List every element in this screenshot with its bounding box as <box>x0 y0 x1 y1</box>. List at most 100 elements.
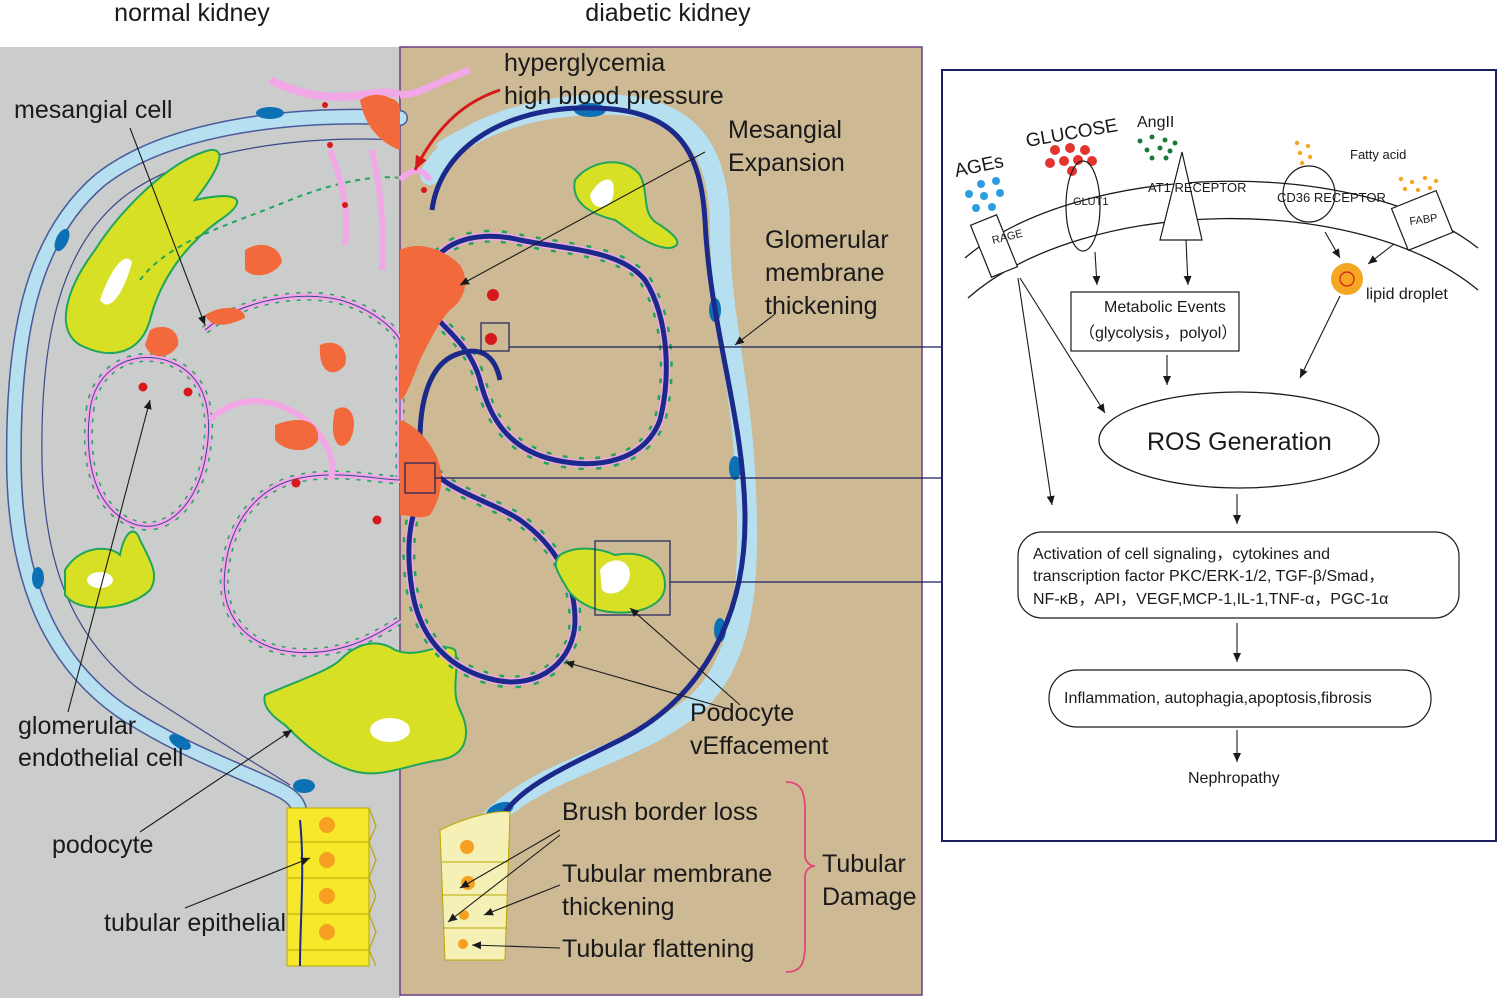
capsule-nucleus <box>293 779 315 793</box>
normal-mesangial-cell <box>245 244 282 276</box>
arrow-podocyte-effacement-2 <box>629 607 741 706</box>
endothelial-dot <box>327 142 333 148</box>
label-endothelial-cell: endothelial cell <box>18 744 183 772</box>
normal-mesangial-cell <box>275 420 319 451</box>
outcomes-box <box>1048 669 1432 728</box>
tubular-damage-bracket <box>785 781 816 973</box>
stress-arrow <box>413 88 501 171</box>
label-glomerular-diabetic: Glomerular <box>765 226 889 254</box>
diabetic-mesangial-expansion <box>400 245 466 400</box>
normal-kidney-title: normal kidney <box>114 0 270 27</box>
label-tubular-flattening: Tubular flattening <box>562 935 754 963</box>
normal-foot-processes <box>139 176 401 281</box>
label-cd36-receptor: CD36 RECEPTOR <box>1277 190 1386 205</box>
capsule-nucleus <box>54 228 70 252</box>
endothelial-dot <box>342 202 348 208</box>
podocyte-nucleus <box>100 258 132 305</box>
tubule-nucleus <box>319 888 335 904</box>
label-outcomes: Inflammation, autophagia,apoptosis,fibro… <box>1064 690 1372 707</box>
label-glut1: GLUT1 <box>1073 196 1108 208</box>
glucose-dots <box>1045 143 1097 176</box>
tubule-nucleus <box>319 924 335 940</box>
lipid-droplet-core <box>1339 271 1355 287</box>
arrow-endothelial-cell <box>67 399 152 713</box>
arrow-tubular-flattening <box>471 941 561 950</box>
pathway-arrows <box>1017 231 1395 762</box>
podocyte-nucleus <box>590 179 614 207</box>
label-mesangial-cell: mesangial cell <box>14 96 172 124</box>
diabetic-loop-2-gbm <box>417 348 503 441</box>
fatty-acid-dots <box>1294 140 1439 193</box>
label-fabp: FABP <box>1409 212 1439 228</box>
tubule-nucleus <box>319 852 335 868</box>
shared-podocyte <box>263 642 467 775</box>
label-tubular: Tubular <box>822 850 906 878</box>
label-glycolysis-polyol: （glycolysis，polyol） <box>1079 324 1237 342</box>
glut1-receptor <box>1065 160 1101 252</box>
normal-mesangial-cell <box>319 342 346 373</box>
diabetic-vessel <box>397 167 433 183</box>
capsule-nucleus <box>256 107 284 119</box>
label-nephropathy: Nephropathy <box>1188 770 1280 787</box>
label-effacement: vEffacement <box>690 732 829 760</box>
diabetic-mesangial-expansion <box>380 98 400 110</box>
rage-receptor <box>969 214 1019 278</box>
normal-vessel <box>369 149 386 271</box>
endothelial-dot <box>291 478 301 488</box>
normal-efferent-arteriole <box>327 148 350 246</box>
zoom-box-gbm <box>480 322 510 352</box>
label-expansion: Expansion <box>728 149 845 177</box>
label-thickening: thickening <box>765 292 878 320</box>
label-membrane: membrane <box>765 259 885 287</box>
fabp-receptor <box>1390 189 1454 252</box>
normal-capillary-segment <box>207 398 336 482</box>
label-ros-generation: ROS Generation <box>1147 428 1332 456</box>
label-tubular-membrane: Tubular membrane <box>562 860 772 888</box>
arrow-at1-metabolic <box>1183 239 1192 286</box>
label-fatty-acid: Fatty acid <box>1350 147 1406 162</box>
normal-mesangial-cell <box>205 307 245 325</box>
activation-box <box>1017 531 1460 619</box>
tubule-nucleus <box>459 910 469 920</box>
label-activation-line1: Activation of cell signaling，cytokines a… <box>1033 546 1330 563</box>
label-brush-border-loss: Brush border loss <box>562 798 758 826</box>
arrow-mesangial-cell <box>129 127 206 326</box>
endothelial-dot <box>487 289 499 301</box>
label-metabolic-events: Metabolic Events <box>1104 299 1226 316</box>
annotation-arrows <box>67 127 776 950</box>
normal-mesangial-cell <box>360 94 400 150</box>
arrow-lipid-ros <box>1299 295 1341 379</box>
endothelial-dot <box>421 187 427 193</box>
at1-receptor <box>1159 151 1203 241</box>
capsule-nucleus <box>169 734 191 750</box>
podocyte-nucleus <box>87 572 113 588</box>
arrow-gbm-thickening <box>734 313 776 346</box>
label-podocyte-diabetic: Podocyte <box>690 699 794 727</box>
ros-generation-node <box>1098 391 1380 489</box>
cd36-receptor <box>1282 165 1336 223</box>
label-damage: Damage <box>822 883 917 911</box>
normal-afferent-arteriole <box>268 76 403 101</box>
ages-dots <box>965 177 1004 212</box>
label-mesangial: Mesangial <box>728 116 842 144</box>
capsule-nucleus <box>32 567 44 589</box>
label-hyperglycemia: hyperglycemia <box>504 49 665 77</box>
endothelial-dot <box>183 387 193 397</box>
diabetic-afferent-arteriole <box>399 66 472 99</box>
capsule-nucleus <box>729 456 741 480</box>
pathway-panel: AGEs GLUCOSE AngII Fatty acid RAGE GLUT1… <box>941 69 1497 842</box>
arrow-mesangial-expansion <box>459 151 706 286</box>
normal-tubular-membrane <box>299 819 304 967</box>
arrow-rage-ros <box>1019 277 1106 414</box>
arrow-cd36-lipid <box>1324 231 1341 259</box>
podocyte-nucleus <box>370 718 410 742</box>
cell-membrane-inner <box>967 217 1479 299</box>
endothelial-dot <box>485 333 497 345</box>
arrow-tubular-epithelial <box>184 857 311 909</box>
lipid-droplet <box>1331 263 1363 295</box>
diabetic-loop-1-gbm <box>427 233 669 467</box>
label-angii: AngII <box>1137 114 1174 131</box>
arrow-glut1-metabolic <box>1092 251 1101 286</box>
arrow-brush-border-1 <box>459 829 561 889</box>
